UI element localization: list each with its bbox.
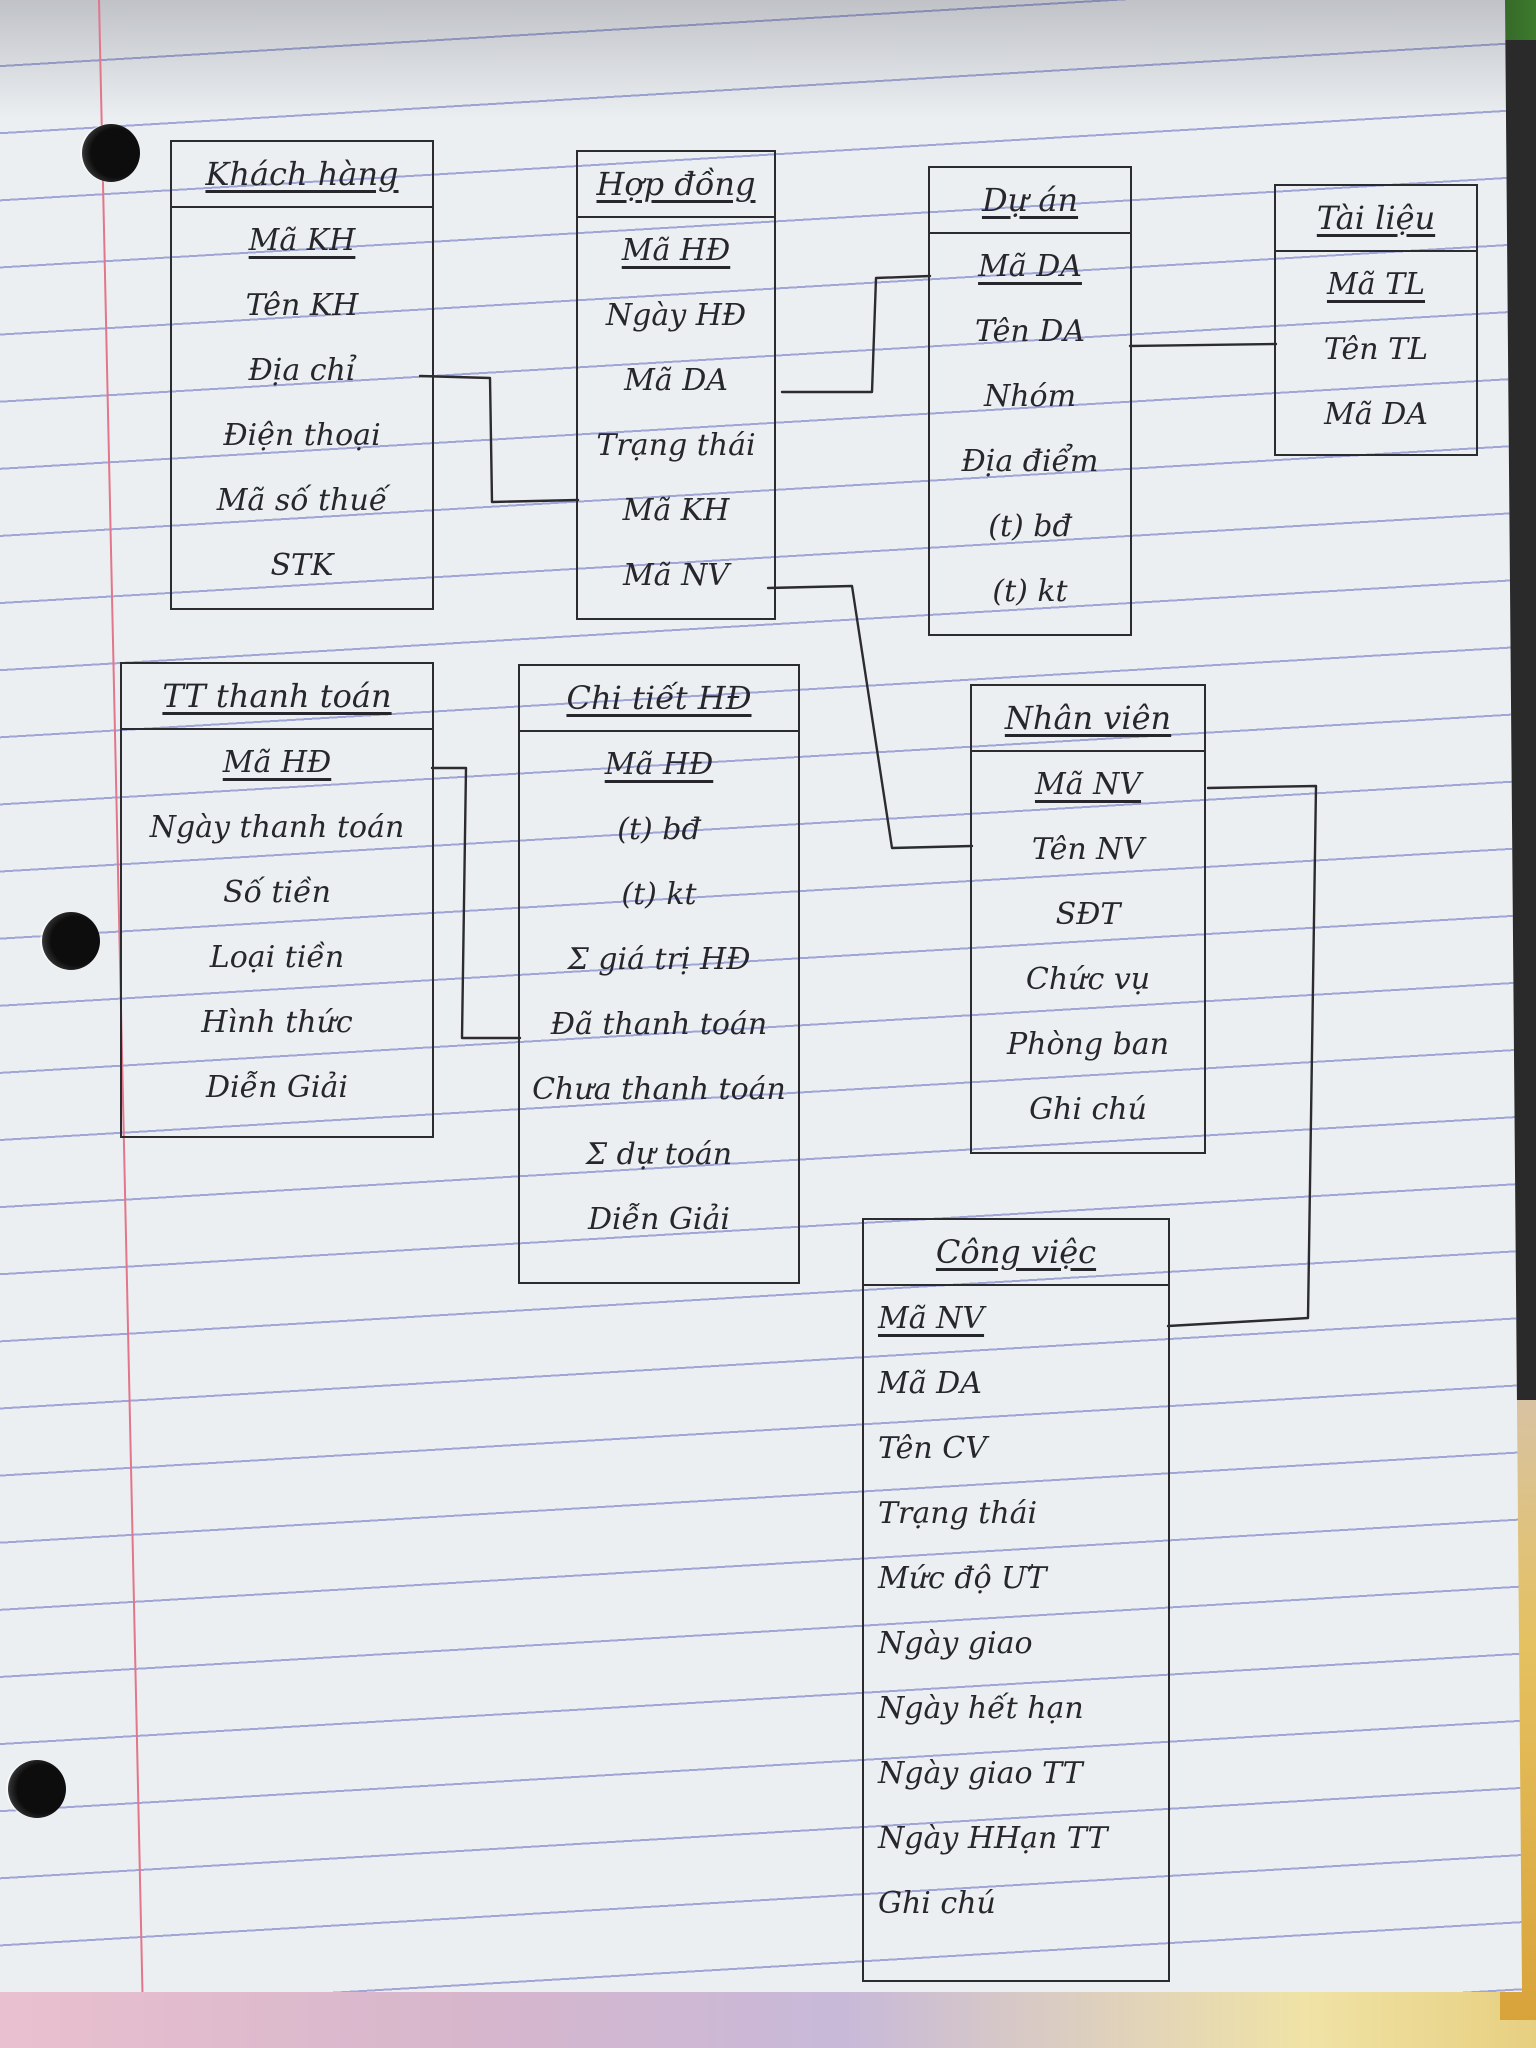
entity-attribute: (t) bđ bbox=[617, 812, 701, 847]
entity-tt-thanh-toan: TT thanh toán Mã HĐ Ngày thanh toán Số t… bbox=[120, 662, 434, 1138]
entity-hop-dong: Hợp đồng Mã HĐ Ngày HĐ Mã DA Trạng thái … bbox=[576, 150, 776, 620]
entity-attribute-primary-key: Mã KH bbox=[248, 223, 356, 258]
link-hopdong-duan bbox=[780, 274, 932, 394]
entity-attribute: Ngày HĐ bbox=[605, 298, 747, 333]
entity-attribute: Mã DA bbox=[878, 1366, 982, 1401]
entity-attribute: Ghi chú bbox=[878, 1886, 996, 1921]
link-hopdong-nhanvien bbox=[766, 584, 974, 850]
entity-attribute: Điện thoại bbox=[223, 418, 381, 453]
entity-attribute: Phòng ban bbox=[1006, 1027, 1170, 1062]
entity-attribute: Tên DA bbox=[974, 314, 1085, 349]
entity-attribute: Diễn Giải bbox=[587, 1202, 730, 1237]
entity-attribute: (t) kt bbox=[621, 877, 697, 912]
entity-attribute: Ngày giao bbox=[878, 1626, 1033, 1661]
entity-attribute: Loại tiền bbox=[209, 940, 345, 975]
relationship-lines bbox=[418, 274, 1318, 1328]
entity-title: Chi tiết HĐ bbox=[520, 666, 798, 732]
entity-attribute: Ngày giao TT bbox=[878, 1756, 1083, 1791]
entity-du-an: Dự án Mã DA Tên DA Nhóm Địa điểm (t) bđ … bbox=[928, 166, 1132, 636]
entity-khach-hang: Khách hàng Mã KH Tên KH Địa chỉ Điện tho… bbox=[170, 140, 434, 610]
entity-attribute: Mã DA bbox=[1324, 397, 1428, 432]
entity-attribute: Tên NV bbox=[1031, 832, 1145, 867]
entity-chi-tiet-hd: Chi tiết HĐ Mã HĐ (t) bđ (t) kt Σ giá tr… bbox=[518, 664, 800, 1284]
entity-title: Công việc bbox=[864, 1220, 1168, 1286]
entity-attribute: Số tiền bbox=[223, 875, 331, 910]
entity-attribute: Địa điểm bbox=[961, 444, 1099, 479]
entity-title: Khách hàng bbox=[172, 142, 432, 208]
link-ttthanhtoan-chitiet bbox=[430, 766, 522, 1040]
entity-attribute-primary-key: Mã HĐ bbox=[604, 747, 714, 782]
punch-hole-icon bbox=[8, 1760, 66, 1818]
entity-attribute: Tên KH bbox=[245, 288, 359, 323]
entity-attribute-primary-key: Mã NV bbox=[878, 1301, 985, 1336]
entity-attribute: Mã DA bbox=[624, 363, 728, 398]
entity-tai-lieu: Tài liệu Mã TL Tên TL Mã DA bbox=[1274, 184, 1478, 456]
entity-attribute: STK bbox=[270, 548, 334, 583]
entity-title: Hợp đồng bbox=[578, 152, 774, 218]
notebook-paper: Khách hàng Mã KH Tên KH Địa chỉ Điện tho… bbox=[0, 0, 1522, 1992]
entity-attribute: Mã KH bbox=[622, 493, 730, 528]
entity-attribute: SĐT bbox=[1055, 897, 1121, 932]
entity-attribute: Mã số thuế bbox=[216, 483, 388, 518]
paper-shadow bbox=[0, 0, 1522, 120]
entity-attribute: Ghi chú bbox=[1029, 1092, 1147, 1127]
entity-attribute: Diễn Giải bbox=[205, 1070, 348, 1105]
entity-attribute: Tên CV bbox=[878, 1431, 987, 1466]
entity-attribute: Σ dự toán bbox=[585, 1137, 733, 1172]
entity-attribute: (t) kt bbox=[992, 574, 1068, 609]
entity-attribute: Địa chỉ bbox=[248, 353, 356, 388]
entity-title: Dự án bbox=[930, 168, 1130, 234]
entity-attribute: Trạng thái bbox=[878, 1496, 1038, 1531]
entity-attribute: Mã NV bbox=[622, 558, 730, 593]
entity-nhan-vien: Nhân viên Mã NV Tên NV SĐT Chức vụ Phòng… bbox=[970, 684, 1206, 1154]
entity-title: TT thanh toán bbox=[122, 664, 432, 730]
entity-attribute: Ngày hết hạn bbox=[878, 1691, 1084, 1726]
entity-attribute: Chức vụ bbox=[1025, 962, 1151, 997]
punch-hole-icon bbox=[82, 124, 140, 182]
link-khachhang-hopdong bbox=[418, 374, 580, 504]
entity-attribute: Nhóm bbox=[983, 379, 1077, 414]
entity-attribute-primary-key: Mã TL bbox=[1326, 267, 1426, 302]
entity-attribute-primary-key: Mã DA bbox=[978, 249, 1082, 284]
entity-attribute: Σ giá trị HĐ bbox=[567, 942, 751, 977]
entity-title: Tài liệu bbox=[1276, 186, 1476, 252]
entity-attribute: Trạng thái bbox=[596, 428, 756, 463]
entity-cong-viec: Công việc Mã NV Mã DA Tên CV Trạng thái … bbox=[862, 1218, 1170, 1982]
entity-attribute-primary-key: Mã HĐ bbox=[222, 745, 332, 780]
entity-attribute: Mức độ ƯT bbox=[878, 1561, 1047, 1596]
entity-title: Nhân viên bbox=[972, 686, 1204, 752]
entity-attribute: Hình thức bbox=[201, 1005, 353, 1040]
entity-attribute-primary-key: Mã NV bbox=[1034, 767, 1142, 802]
entity-attribute: Ngày HHạn TT bbox=[878, 1821, 1108, 1856]
punch-hole-icon bbox=[42, 912, 100, 970]
entity-attribute: Tên TL bbox=[1323, 332, 1429, 367]
entity-attribute: (t) bđ bbox=[988, 509, 1072, 544]
entity-attribute: Ngày thanh toán bbox=[149, 810, 405, 845]
link-duan-tailieu bbox=[1128, 342, 1278, 348]
entity-attribute-primary-key: Mã HĐ bbox=[621, 233, 731, 268]
entity-attribute: Đã thanh toán bbox=[550, 1007, 768, 1042]
entity-attribute: Chưa thanh toán bbox=[532, 1072, 786, 1107]
link-nhanvien-congviec bbox=[1166, 784, 1318, 1328]
